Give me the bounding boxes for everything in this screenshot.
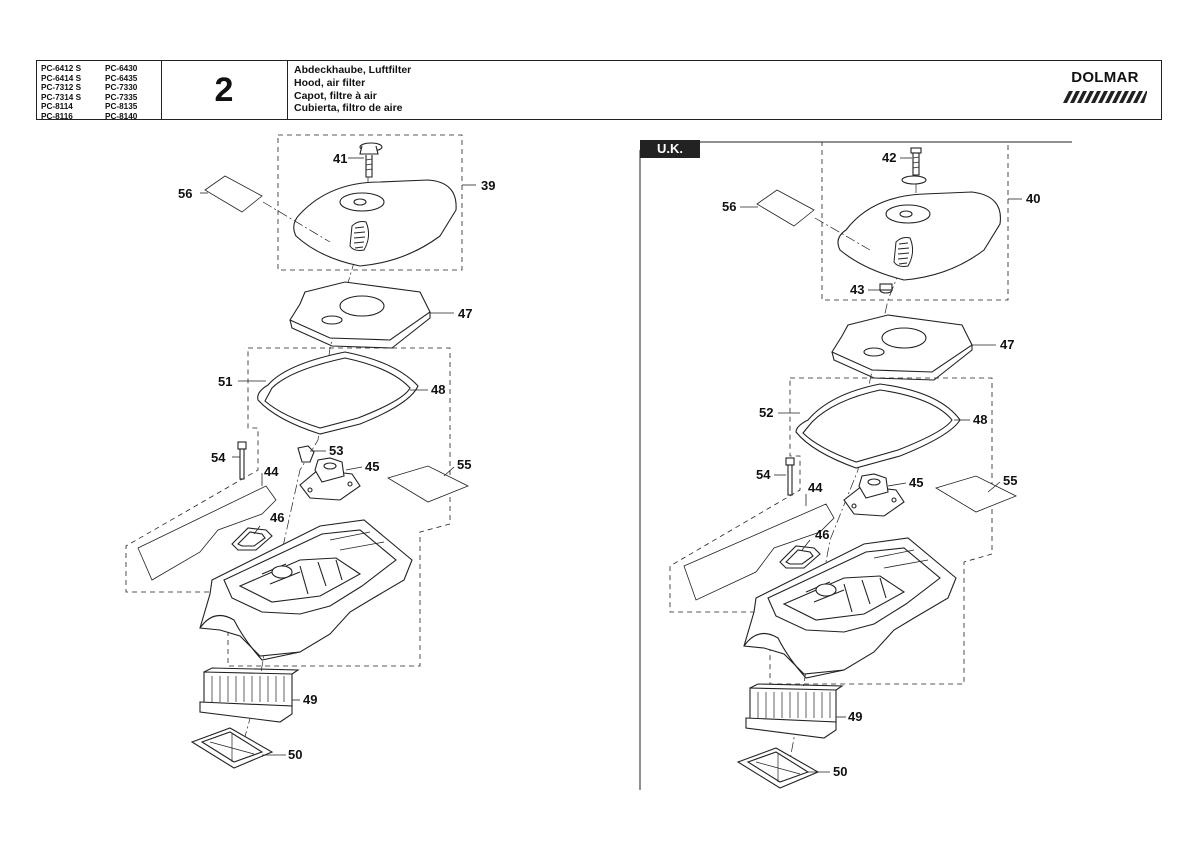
part-54-bolt (785, 457, 795, 496)
callout-label: 42 (882, 150, 897, 165)
part-55-label (387, 465, 469, 503)
part-44-side-sheet (137, 485, 277, 581)
part-54-bolt (237, 441, 247, 480)
callout-label: 55 (1003, 473, 1018, 488)
model-number: PC-8135 (105, 102, 138, 112)
model-column-1: PC-6412 S PC-6414 S PC-7312 S PC-7314 S … (41, 64, 81, 122)
part-53-clip (297, 445, 315, 463)
callout-label: 56 (178, 186, 193, 201)
callout-label: 45 (909, 475, 924, 490)
plate-number: 2 (161, 61, 288, 119)
model-number: PC-7312 S (41, 83, 82, 93)
group-box-housing (125, 347, 451, 667)
part-56-label (204, 175, 263, 213)
model-number: PC-7330 (105, 83, 138, 93)
group-box-hood (277, 134, 463, 271)
callout-label: 52 (759, 405, 774, 420)
title-fr: Capot, filtre à air (294, 89, 377, 102)
part-45-bracket (299, 457, 361, 501)
part-46-small-gasket (231, 527, 273, 551)
part-45-bracket (843, 473, 905, 517)
callout-label: 47 (458, 306, 473, 321)
callout-label: 39 (481, 178, 496, 193)
callout-label: 54 (756, 467, 771, 482)
part-49-air-filter (745, 683, 844, 739)
brand-wordmark: DOLMAR (1071, 69, 1139, 86)
callout-label: 55 (457, 457, 472, 472)
part-46-small-gasket (779, 545, 821, 569)
part-47-prefilter (831, 314, 973, 381)
model-number: PC-6412 S (41, 64, 82, 73)
callout-label: 44 (264, 464, 279, 479)
callout-label: 46 (270, 510, 285, 525)
part-39-hood (293, 179, 457, 267)
callout-label: 50 (288, 747, 303, 762)
model-number: PC-8116 (41, 111, 73, 121)
callout-label: 49 (848, 709, 863, 724)
section-titles: Abdeckhaube, Luftfilter Hood, air filter… (294, 64, 411, 115)
part-50-filter-base (190, 727, 274, 769)
model-number: PC-6435 (105, 73, 138, 83)
callout-label: 46 (815, 527, 830, 542)
model-number: PC-8140 (105, 111, 138, 121)
model-number: PC-6430 (105, 64, 138, 73)
callout-label: 44 (808, 480, 823, 495)
part-50-filter-base (736, 747, 820, 789)
part-44-side-sheet (683, 503, 835, 601)
part-48-gasket (795, 383, 961, 469)
part-48-gasket (257, 351, 419, 435)
model-column-2: PC-6430 PC-6435 PC-7330 PC-7335 PC-8135 … (105, 64, 137, 122)
model-number: PC-7314 S (41, 92, 82, 102)
callout-label: 43 (850, 282, 865, 297)
callout-label: 45 (365, 459, 380, 474)
part-49-air-filter (199, 667, 300, 723)
leader-lines-right (740, 157, 1022, 773)
part-housing (199, 519, 413, 661)
title-en: Hood, air filter (294, 76, 366, 89)
part-42-screw (901, 147, 927, 185)
region-tag: U.K. (640, 140, 700, 158)
callout-label: 40 (1026, 191, 1041, 206)
title-es: Cubierta, filtro de aire (294, 102, 403, 115)
group-box-hood (821, 141, 1009, 301)
callout-label: 50 (833, 764, 848, 779)
part-56-label (756, 189, 815, 227)
title-block: PC-6412 S PC-6414 S PC-7312 S PC-7314 S … (36, 60, 1162, 122)
brand-stripes-icon (1063, 91, 1147, 103)
title-de: Abdeckhaube, Luftfilter (294, 64, 412, 76)
model-list: PC-6412 S PC-6414 S PC-7312 S PC-7314 S … (37, 61, 162, 122)
callout-label: 48 (431, 382, 446, 397)
right-assembly (669, 141, 1022, 789)
callout-label: 54 (211, 450, 226, 465)
callout-label: 41 (333, 151, 348, 166)
part-41-knob-screw (359, 142, 383, 178)
callout-label: 49 (303, 692, 318, 707)
part-40-hood (837, 191, 1001, 281)
callout-label: 56 (722, 199, 737, 214)
callout-label: 51 (218, 374, 233, 389)
part-55-label (935, 475, 1017, 513)
brand-logo: DOLMAR (1059, 69, 1151, 111)
callout-label: 47 (1000, 337, 1015, 352)
model-number: PC-8114 (41, 102, 73, 112)
model-number: PC-6414 S (41, 73, 82, 83)
callout-label: 48 (973, 412, 988, 427)
part-housing (743, 537, 957, 679)
model-number: PC-7335 (105, 92, 138, 102)
leader-lines-left (200, 157, 476, 756)
part-47-prefilter (289, 281, 431, 349)
part-43-nut (879, 283, 893, 294)
left-assembly (125, 134, 476, 769)
callout-label: 53 (329, 443, 344, 458)
